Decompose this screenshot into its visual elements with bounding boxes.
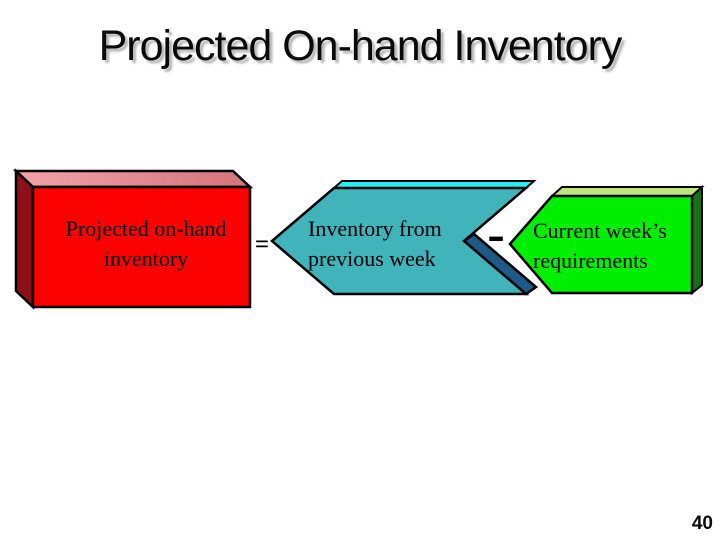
arrow-top-face — [549, 186, 705, 197]
requirements-arrow: Current week’s requirements — [508, 184, 705, 296]
page-number: 40 — [691, 513, 713, 534]
arrow-front-face — [508, 194, 694, 295]
equals-sign: = — [255, 231, 269, 258]
box-left-face — [14, 168, 35, 310]
box-front-face — [31, 185, 252, 309]
box-label-line-2: inventory — [104, 246, 188, 271]
chevron-label-line-2: previous week — [308, 246, 436, 271]
minus-sign: - — [487, 206, 504, 263]
projected-inventory-box: Projected on-hand inventory — [12, 168, 254, 310]
arrow-label-line-1: Current week’s — [533, 218, 667, 243]
chevron-front-face — [270, 186, 530, 296]
chevron-label-line-1: Inventory from — [308, 216, 442, 241]
arrow-label-line-2: requirements — [533, 248, 648, 273]
previous-week-chevron: Inventory from previous week — [270, 180, 539, 296]
slide-title: Projected On-hand Inventory — [98, 22, 623, 70]
arrow-side-face — [691, 184, 703, 296]
box-top-face — [12, 169, 254, 189]
box-label-line-1: Projected on-hand — [66, 216, 227, 241]
